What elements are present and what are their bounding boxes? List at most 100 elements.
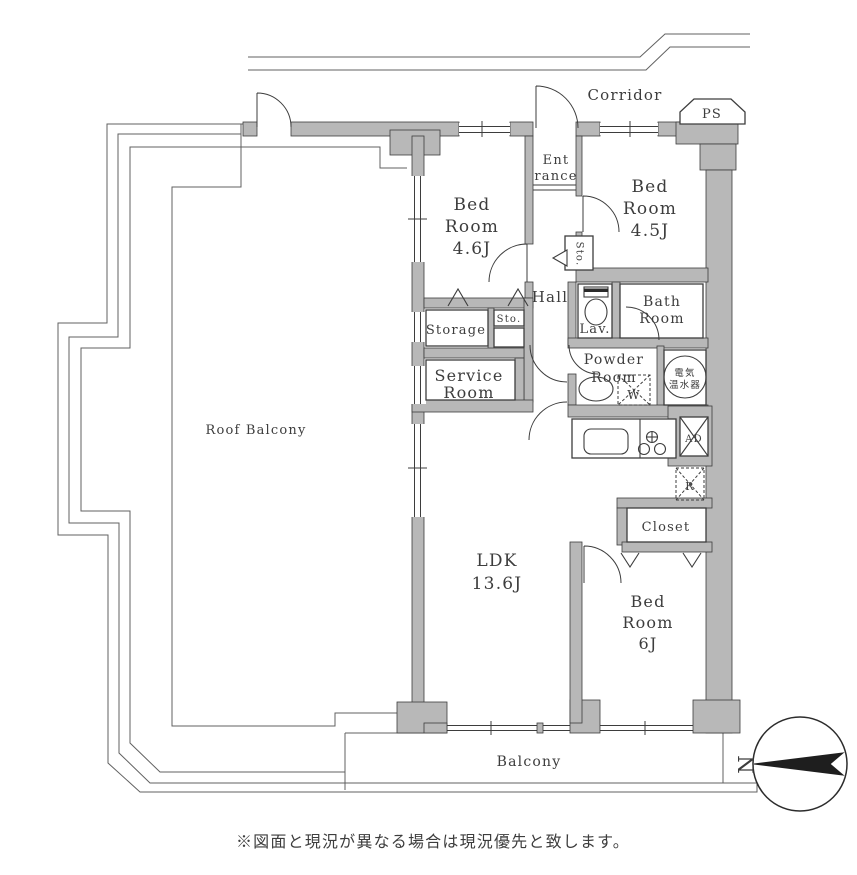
bedroom45-door: [582, 195, 620, 233]
sto-small-label: Sto.: [497, 314, 522, 325]
ad-label: AD: [684, 434, 703, 445]
kitchen-counter: [571, 418, 677, 459]
washer-box: [617, 374, 651, 406]
compass-north-label: N: [735, 754, 759, 774]
closet-label: Closet: [642, 520, 691, 535]
roof-balcony-boundary: [171, 124, 397, 727]
building-outline: [57, 33, 758, 793]
fridge-label: R: [685, 480, 694, 493]
compass-circle: [752, 716, 848, 812]
triangle-mark: [447, 287, 469, 307]
ps-shaft: [679, 98, 746, 125]
storage-label: Storage: [426, 323, 486, 338]
wall-segment: [567, 373, 577, 406]
bedroom46-label-3: 4.6J: [453, 239, 492, 259]
labels: Corridor PS Ent rance Bed Room 4.6J Bed …: [205, 86, 722, 851]
wall-column: [692, 699, 741, 734]
hanger-mark: [620, 552, 640, 569]
wall-segment: [242, 121, 258, 137]
wall-segment: [487, 307, 495, 351]
bedroom45-label-3: 4.5J: [631, 221, 670, 241]
wall-segment: [536, 722, 544, 734]
kitchen-sink: [583, 428, 629, 455]
sto-hall-label: Sto.: [574, 242, 585, 267]
ldk-service-door: [528, 401, 568, 441]
service-room-box: [425, 359, 516, 401]
bath-room-door: [625, 306, 660, 341]
fixtures: [447, 184, 709, 569]
bedroom46-label-2: Room: [445, 217, 499, 237]
bath-room-label-2: Room: [639, 311, 684, 327]
ps-label: PS: [702, 107, 722, 122]
lav-label: Lav.: [579, 322, 610, 337]
ldk-label-2: 13.6J: [472, 574, 523, 594]
bedroom6-label-2: Room: [622, 613, 673, 632]
disclaimer-note: ※図面と現況が異なる場合は現況優先と致します。: [236, 832, 630, 851]
wall-segment: [509, 121, 534, 137]
wall-hall-left: [523, 297, 534, 403]
hanger-mark: [682, 552, 702, 569]
wall-segment: [575, 135, 583, 197]
wall-segment: [567, 337, 709, 349]
powder-room-door: [568, 344, 599, 375]
powder-room-label-1: Powder: [584, 352, 644, 368]
wall-segment: [423, 347, 525, 359]
service-room-label-2: Room: [443, 383, 494, 402]
triangle-mark: [507, 287, 529, 307]
wall-segment: [611, 281, 621, 341]
water-heater-box: [663, 349, 707, 406]
bath-box: [619, 283, 704, 339]
water-heater-label-2: 温水器: [669, 379, 701, 391]
hall-label: Hall: [532, 288, 568, 306]
storage-box: [425, 309, 489, 347]
bedroom6-door: [583, 545, 622, 584]
closet-box: [626, 507, 707, 543]
bath-room-label-1: Bath: [643, 294, 681, 310]
bedroom45-label-1: Bed: [631, 177, 668, 197]
wall-ps-column: [675, 121, 739, 145]
bedroom46-door: [488, 243, 528, 283]
ldk-label-1: LDK: [476, 551, 517, 571]
wall-segment: [514, 357, 525, 403]
sto-box-upper: [493, 309, 525, 327]
toilet-bowl: [584, 298, 608, 326]
water-heater-circle: [663, 355, 707, 399]
entrance-label-2: rance: [534, 169, 577, 184]
sto-box-lower: [493, 327, 525, 348]
wall-segment: [423, 297, 534, 309]
wall-segment: [567, 281, 577, 346]
bedroom6-label-3: 6J: [639, 634, 658, 653]
bedroom45-label-2: Room: [623, 199, 677, 219]
compass-needle: [753, 752, 845, 776]
entrance-label-1: Ent: [543, 153, 570, 168]
roof-balcony-label: Roof Balcony: [205, 423, 306, 438]
wall-segment: [656, 345, 665, 408]
roof-balcony-door: [256, 92, 292, 128]
wall-segment: [524, 135, 534, 245]
powder-room-label-2: Room: [591, 370, 636, 386]
wall-closet-left: [616, 507, 628, 546]
water-heater-label-1: 電気: [674, 367, 695, 379]
bedroom46-label-1: Bed: [453, 195, 490, 215]
balcony-label: Balcony: [497, 754, 562, 770]
doors: [256, 85, 660, 584]
wall-segment: [575, 121, 601, 137]
sto-arrow: [551, 249, 568, 267]
hall-ldk-door: [529, 344, 568, 383]
walls: [242, 121, 741, 734]
wall-segment: [423, 722, 448, 734]
bedroom6-label-1: Bed: [630, 592, 665, 611]
windows: [408, 121, 693, 735]
wall-ps-step: [699, 143, 737, 171]
toilet-tank-band: [584, 288, 608, 292]
wall-bedroom45-bottom: [575, 267, 709, 283]
sink-oval: [578, 376, 614, 402]
wall-ldk-bedroom6: [569, 541, 583, 724]
wall-bedroom6-top: [621, 541, 713, 553]
corridor-label: Corridor: [587, 86, 662, 104]
entrance-door: [535, 85, 579, 129]
washer-label: W: [627, 388, 641, 402]
compass: N: [735, 716, 848, 812]
